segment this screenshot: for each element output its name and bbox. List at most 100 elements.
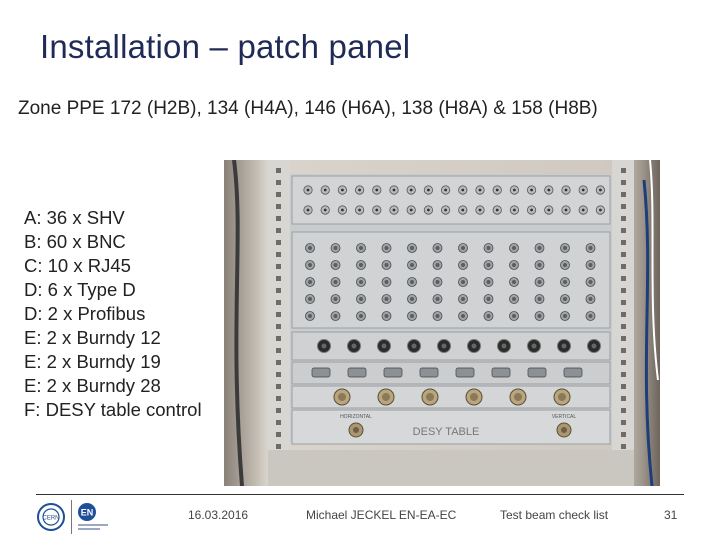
burndy-connector-center xyxy=(514,393,522,401)
shv-connector-pin xyxy=(564,208,568,212)
bnc-connector-core xyxy=(563,246,567,250)
bnc-connector-core xyxy=(410,246,414,250)
footer-document-title: Test beam check list xyxy=(500,508,609,522)
bnc-connector-core xyxy=(333,246,338,250)
list-item: D: 2 x Profibus xyxy=(24,303,146,324)
rack-hole xyxy=(621,240,626,245)
shv-connector-pin xyxy=(478,208,482,212)
rack-hole xyxy=(276,348,281,353)
shv-connector-pin xyxy=(358,188,361,192)
round-connector-center xyxy=(471,343,477,349)
page-title: Installation – patch panel xyxy=(40,28,411,65)
shv-connector-pin xyxy=(306,188,310,192)
list-item: A: 36 x SHV xyxy=(24,207,125,228)
burndy-connector-center xyxy=(558,393,566,401)
desy-control-connector-center xyxy=(561,427,567,433)
bnc-connector-core xyxy=(333,280,338,284)
desy-control-connector-center xyxy=(353,427,359,433)
round-connector-center xyxy=(321,343,327,349)
bnc-connector-core xyxy=(512,246,516,250)
rack-hole xyxy=(276,216,281,221)
list-item: E: 2 x Burndy 12 xyxy=(24,327,161,348)
rack-hole xyxy=(276,360,281,365)
type-d-connector xyxy=(563,367,583,378)
bnc-connector-core xyxy=(512,297,516,301)
svg-text:EN: EN xyxy=(81,508,94,518)
bnc-connector-core xyxy=(384,314,389,318)
bnc-connector-core xyxy=(537,297,542,301)
burndy-connector-center xyxy=(338,393,346,401)
bnc-connector-core xyxy=(435,263,440,267)
rack-hole xyxy=(621,168,626,173)
bnc-connector-core xyxy=(461,263,465,267)
rack-hole xyxy=(621,264,626,269)
rack-hole xyxy=(621,324,626,329)
bnc-connector-core xyxy=(537,314,542,318)
burndy-connector-center xyxy=(470,393,478,401)
shv-connector-pin xyxy=(323,208,327,212)
bnc-connector-core xyxy=(359,297,363,301)
type-d-connector xyxy=(455,367,475,378)
shv-connector-pin xyxy=(409,208,413,212)
bnc-connector-core xyxy=(308,297,312,301)
round-connector-center xyxy=(531,343,537,349)
shv-connector-pin xyxy=(564,188,568,192)
rack-hole xyxy=(276,324,281,329)
bnc-connector-core xyxy=(461,314,465,318)
rack-hole xyxy=(276,432,281,437)
round-connector-center xyxy=(561,343,567,349)
footer-date: 16.03.2016 xyxy=(188,508,249,522)
bnc-connector-core xyxy=(563,263,567,267)
rack-hole xyxy=(621,396,626,401)
bnc-connector-core xyxy=(537,263,542,267)
rack-hole xyxy=(276,168,281,173)
bnc-connector-core xyxy=(308,246,312,250)
bnc-connector-core xyxy=(435,246,440,250)
desy-table-label: DESY TABLE xyxy=(413,426,480,438)
rack-hole xyxy=(621,372,626,377)
list-item: C: 10 x RJ45 xyxy=(24,255,131,276)
bnc-connector-core xyxy=(588,297,593,301)
shv-connector-pin xyxy=(427,208,430,212)
bnc-connector-core xyxy=(563,314,567,318)
shv-connector-pin xyxy=(599,208,602,212)
bnc-connector-core xyxy=(486,246,491,250)
rack-hole xyxy=(621,228,626,233)
rack-hole xyxy=(621,312,626,317)
bnc-connector-core xyxy=(537,246,542,250)
patch-panel-photo: DESY TABLE HORIZONTAL VERTICAL xyxy=(224,160,660,486)
rack-hole xyxy=(276,252,281,257)
rack-hole xyxy=(621,276,626,281)
shv-connector-pin xyxy=(581,208,585,212)
rack-hole xyxy=(621,420,626,425)
shv-connector-pin xyxy=(530,188,533,192)
bnc-connector-core xyxy=(384,280,389,284)
bnc-connector-core xyxy=(435,314,440,318)
shv-connector-pin xyxy=(427,188,430,192)
rack-hole xyxy=(621,408,626,413)
bnc-connector-core xyxy=(563,280,567,284)
shv-connector-pin xyxy=(358,208,361,212)
rack-hole xyxy=(621,444,626,449)
svg-text:CERN: CERN xyxy=(42,516,59,522)
shv-connector-pin xyxy=(530,208,533,212)
horizontal-label: HORIZONTAL xyxy=(340,414,372,420)
connector-list: A: 36 x SHV B: 60 x BNC C: 10 x RJ45 D: … xyxy=(24,206,202,422)
bnc-connector-core xyxy=(461,280,465,284)
rack-hole xyxy=(276,336,281,341)
type-d-connector xyxy=(419,367,439,378)
list-item: F: DESY table control xyxy=(24,399,202,420)
shv-connector-pin xyxy=(323,188,327,192)
rack-hole xyxy=(276,444,281,449)
rack-hole xyxy=(621,348,626,353)
rack-hole xyxy=(621,432,626,437)
en-department-logo-icon: EN xyxy=(78,503,108,530)
shv-connector-pin xyxy=(547,208,551,212)
shv-connector-pin xyxy=(495,208,499,212)
shv-connector-pin xyxy=(513,208,516,212)
round-connector-center xyxy=(411,343,417,349)
bnc-connector-core xyxy=(563,297,567,301)
shv-connector-pin xyxy=(375,188,379,192)
shv-connector-pin xyxy=(599,188,602,192)
round-connector-center xyxy=(501,343,507,349)
